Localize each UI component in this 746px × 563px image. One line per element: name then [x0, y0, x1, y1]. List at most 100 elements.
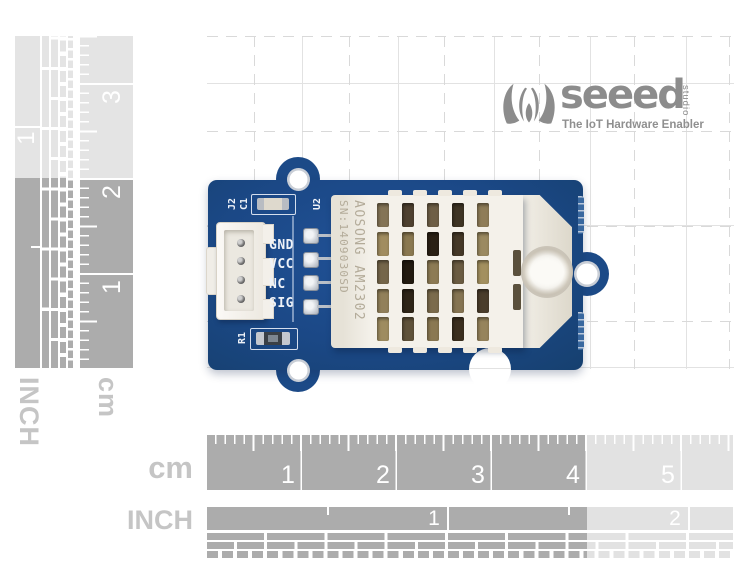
sensor-rib-tab — [413, 347, 427, 353]
grid-line — [207, 131, 734, 132]
sensor-rib-tab — [488, 190, 502, 196]
grille-hole — [377, 288, 389, 313]
vertical-cm-ruler-number: 2 — [98, 185, 126, 199]
resistor-outline — [250, 328, 298, 350]
vertical-inch-ruler-number: 1 — [13, 131, 40, 145]
resistor-marking — [268, 335, 278, 342]
grid-line — [207, 36, 734, 37]
board-edge-notch — [469, 348, 511, 390]
grille-hole — [477, 317, 489, 342]
grille-hole — [402, 231, 414, 256]
ruler-tick — [15, 126, 40, 128]
sensor-rib-tab — [388, 190, 402, 196]
sensor-serial-text: SN:1409030SD — [337, 200, 350, 294]
sensor-slot — [513, 284, 521, 310]
vertical-inch-ruler-label: INCH — [14, 377, 44, 447]
castellation-bottom — [578, 312, 584, 350]
cm-ruler-number: 1 — [281, 461, 295, 489]
horizontal-inch-ruler-bar: 1 2 — [207, 507, 733, 530]
grille-hole — [477, 203, 489, 227]
sensor-rib-tab — [413, 190, 427, 196]
designator-u2: U2 — [312, 197, 323, 211]
grille-hole — [452, 288, 464, 313]
cm-ruler-number: 5 — [661, 461, 675, 489]
mounting-hole-right — [574, 261, 600, 287]
cm-ruler-number: 3 — [471, 461, 485, 489]
sensor-model-text: AOSONG AM2302 — [351, 200, 366, 322]
inch-ruler-sixteenth-row — [207, 551, 733, 558]
vertical-inch-ruler-sixteenth-ticks — [60, 36, 66, 368]
connector-pin — [237, 257, 245, 265]
designator-c1: C1 — [239, 197, 250, 211]
sensor-lead — [317, 280, 333, 284]
inch-ruler-number: 2 — [669, 507, 681, 530]
grille-hole — [402, 203, 414, 227]
inch-ruler-tick — [688, 507, 690, 530]
inch-ruler-number: 1 — [428, 507, 440, 530]
cm-ruler-number: 4 — [566, 461, 580, 489]
grille-hole — [402, 288, 414, 313]
sensor-rib-tab — [488, 347, 502, 353]
horizontal-inch-ruler-label: INCH — [127, 505, 193, 535]
pin-label-gnd: GND — [269, 238, 294, 253]
vertical-inch-ruler-quarter-ticks — [42, 36, 49, 368]
connector-pin — [237, 239, 245, 247]
connector-tab — [263, 299, 274, 319]
grille-hole — [377, 260, 389, 285]
pin-label-sig: SIG — [269, 296, 294, 311]
grille-hole — [402, 317, 414, 342]
capacitor-c1 — [257, 198, 289, 210]
grille-hole — [452, 260, 464, 285]
grille-hole — [427, 231, 439, 256]
vertical-inch-ruler-fine-ticks — [68, 36, 73, 368]
sensor-rib-tab — [463, 190, 477, 196]
seeed-studio-sub: studio — [680, 85, 691, 117]
seeed-tagline: The IoT Hardware Enabler — [562, 119, 704, 131]
grille-hole — [427, 317, 439, 342]
sensor-lead — [317, 304, 333, 308]
seeed-wordmark: seeed — [560, 72, 686, 118]
mounting-hole-top — [286, 167, 310, 191]
inch-ruler-half-tick — [327, 507, 329, 515]
seeed-flower-icon — [503, 83, 555, 124]
sensor-disc — [521, 246, 573, 298]
pin-label-nc: NC — [269, 277, 286, 292]
sensor-stamp-text: AOSONG AM2302 SN:1409030SD — [336, 200, 366, 346]
mounting-hole-bottom — [286, 358, 310, 382]
grille-hole — [477, 260, 489, 285]
vertical-inch-ruler-eighth-ticks — [51, 36, 58, 368]
grille-hole — [427, 288, 439, 313]
grille-hole — [477, 231, 489, 256]
grille-hole — [477, 288, 489, 313]
grille-hole — [452, 317, 464, 342]
designator-r1: R1 — [237, 331, 248, 345]
grille-hole — [427, 260, 439, 285]
connector-pin — [237, 295, 245, 303]
grille-hole — [377, 317, 389, 342]
vertical-cm-ruler-number: 3 — [98, 90, 126, 104]
inch-ruler-tick — [447, 507, 449, 530]
vertical-cm-ruler-label: cm — [93, 377, 123, 419]
castellation-top — [578, 196, 584, 234]
connector-pin — [237, 276, 245, 284]
vertical-inch-ruler-bar — [15, 36, 40, 368]
pin-label-vcc: VCC — [269, 257, 294, 272]
grille-hole — [377, 203, 389, 227]
grille-hole — [427, 203, 439, 227]
inch-ruler-quarter-row — [207, 533, 733, 540]
inch-ruler-eighth-row — [207, 542, 733, 549]
ruler-tick — [31, 246, 40, 248]
grid-line — [469, 368, 511, 369]
grille-hole — [452, 203, 464, 227]
grille-hole — [402, 260, 414, 285]
cm-ruler-number: 2 — [376, 461, 390, 489]
cm-ruler-mm-ticks — [207, 435, 733, 444]
vertical-cm-ruler-5mm-ticks — [80, 36, 97, 368]
sensor-lead — [317, 233, 333, 237]
vertical-cm-ruler-number: 1 — [98, 280, 126, 294]
sensor-rib-tab — [438, 190, 452, 196]
grille-hole — [452, 231, 464, 256]
sensor-rib-tab — [388, 347, 402, 353]
horizontal-cm-ruler-label: cm — [148, 450, 193, 485]
